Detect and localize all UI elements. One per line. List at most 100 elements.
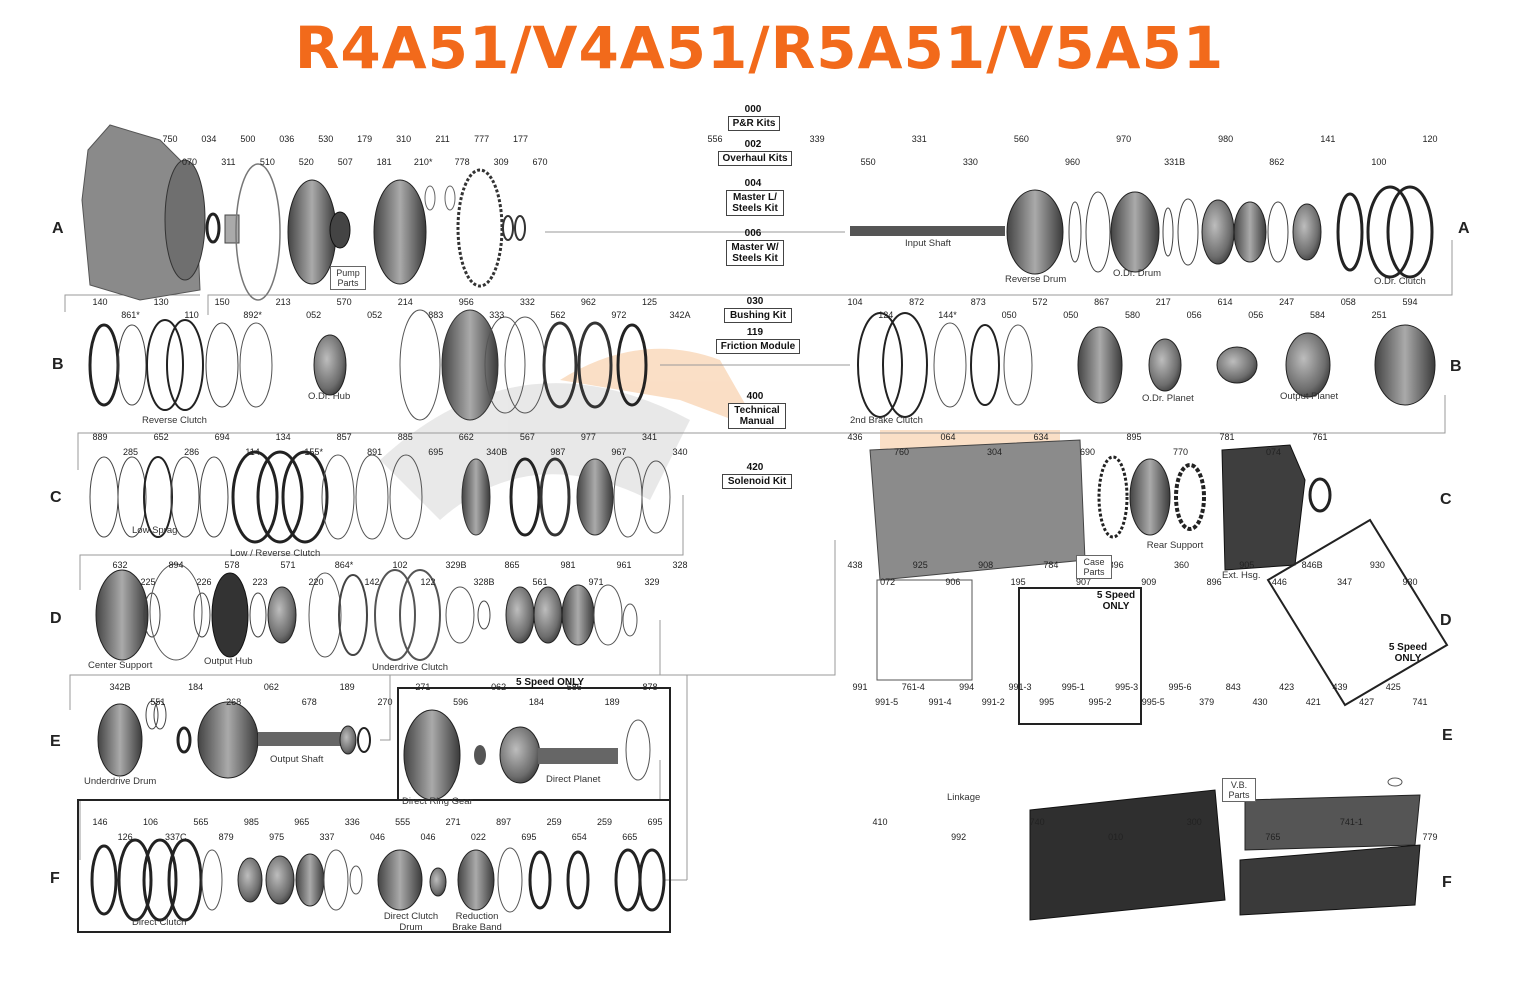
part-number[interactable]: 530 [318, 134, 333, 144]
part-number[interactable]: 864* [335, 560, 354, 570]
part-number[interactable]: 760 [894, 447, 909, 457]
part-number[interactable]: 104 [847, 297, 862, 307]
part-number[interactable]: 500 [240, 134, 255, 144]
part-number[interactable]: 894 [168, 560, 183, 570]
part-number[interactable]: 555 [395, 817, 410, 827]
part-number[interactable]: 994 [959, 682, 974, 692]
kit-overhaul[interactable]: Overhaul Kits [718, 151, 792, 166]
part-number[interactable]: 328 [672, 560, 687, 570]
part-number[interactable]: 259 [597, 817, 612, 827]
part-number[interactable]: 872 [909, 297, 924, 307]
part-number[interactable]: 695 [647, 817, 662, 827]
part-number[interactable]: 340 [672, 447, 687, 457]
part-number[interactable]: 741 [1412, 697, 1427, 707]
part-number[interactable]: 765 [1265, 832, 1280, 842]
part-number[interactable]: 189 [340, 682, 355, 692]
part-number[interactable]: 225 [140, 577, 155, 587]
part-number[interactable]: 022 [471, 832, 486, 842]
part-number[interactable]: 270 [377, 697, 392, 707]
part-number[interactable]: 909 [1141, 577, 1156, 587]
part-number[interactable]: 740 [1030, 817, 1045, 827]
part-number[interactable]: 050 [1002, 310, 1017, 320]
part-number[interactable]: 930 [1402, 577, 1417, 587]
part-number[interactable]: 052 [367, 310, 382, 320]
part-number[interactable]: 995-6 [1168, 682, 1191, 692]
part-number[interactable]: 991-5 [875, 697, 898, 707]
part-number[interactable]: 226 [196, 577, 211, 587]
part-number[interactable]: 572 [1032, 297, 1047, 307]
part-number[interactable]: 995-2 [1088, 697, 1111, 707]
part-number[interactable]: 184 [188, 682, 203, 692]
part-number[interactable]: 897 [496, 817, 511, 827]
part-number[interactable]: 857 [337, 432, 352, 442]
part-number[interactable]: 895 [1126, 432, 1141, 442]
part-number[interactable]: 891 [367, 447, 382, 457]
part-number[interactable]: 155* [304, 447, 323, 457]
part-number[interactable]: 331B [1164, 157, 1185, 167]
part-number[interactable]: 179 [357, 134, 372, 144]
part-number[interactable]: 125 [642, 297, 657, 307]
part-number[interactable]: 885 [398, 432, 413, 442]
part-number[interactable]: 220 [308, 577, 323, 587]
part-number[interactable]: 995-5 [1142, 697, 1165, 707]
part-number[interactable]: 268 [226, 697, 241, 707]
part-number[interactable]: 843 [1226, 682, 1241, 692]
part-number[interactable]: 507 [338, 157, 353, 167]
part-number[interactable]: 058 [1341, 297, 1356, 307]
part-number[interactable]: 905 [1239, 560, 1254, 570]
part-number[interactable]: 962 [581, 297, 596, 307]
kit-technical-manual[interactable]: Technical Manual [728, 403, 786, 429]
part-number[interactable]: 750 [162, 134, 177, 144]
part-number[interactable]: 550 [861, 157, 876, 167]
part-number[interactable]: 665 [622, 832, 637, 842]
part-number[interactable]: 360 [1174, 560, 1189, 570]
part-number[interactable]: 567 [520, 432, 535, 442]
part-number[interactable]: 074 [1266, 447, 1281, 457]
part-number[interactable]: 562 [550, 310, 565, 320]
part-number[interactable]: 580 [1125, 310, 1140, 320]
part-number[interactable]: 332 [520, 297, 535, 307]
part-number[interactable]: 114 [245, 447, 259, 457]
part-number[interactable]: 578 [224, 560, 239, 570]
part-number[interactable]: 195 [1011, 577, 1026, 587]
kit-master-l-steels[interactable]: Master L/ Steels Kit [726, 190, 784, 216]
part-number[interactable]: 439 [1332, 682, 1347, 692]
part-number[interactable]: 122 [420, 577, 435, 587]
part-number[interactable]: 995-1 [1062, 682, 1085, 692]
part-number[interactable]: 144* [938, 310, 957, 320]
part-number[interactable]: 056 [1187, 310, 1202, 320]
case-parts-tag[interactable]: Case Parts [1076, 555, 1112, 579]
kit-bushing[interactable]: Bushing Kit [724, 308, 792, 323]
part-number[interactable]: 925 [913, 560, 928, 570]
part-number[interactable]: 286 [184, 447, 199, 457]
part-number[interactable]: 177 [513, 134, 528, 144]
part-number[interactable]: 446 [1272, 577, 1287, 587]
part-number[interactable]: 285 [123, 447, 138, 457]
part-number[interactable]: 892* [243, 310, 262, 320]
part-number[interactable]: 337C [165, 832, 187, 842]
part-number[interactable]: 761-4 [902, 682, 925, 692]
part-number[interactable]: 761 [1312, 432, 1327, 442]
part-number[interactable]: 995 [1039, 697, 1054, 707]
part-number[interactable]: 971 [588, 577, 603, 587]
part-number[interactable]: 034 [201, 134, 216, 144]
part-number[interactable]: 570 [337, 297, 352, 307]
kit-master-w-steels[interactable]: Master W/ Steels Kit [726, 240, 784, 266]
part-number[interactable]: 991-4 [928, 697, 951, 707]
part-number[interactable]: 304 [987, 447, 1002, 457]
part-number[interactable]: 110 [184, 310, 198, 320]
part-number[interactable]: 556 [707, 134, 722, 144]
part-number[interactable]: 967 [611, 447, 626, 457]
part-number[interactable]: 879 [219, 832, 234, 842]
part-number[interactable]: 690 [1080, 447, 1095, 457]
part-number[interactable]: 670 [532, 157, 547, 167]
part-number[interactable]: 056 [1248, 310, 1263, 320]
part-number[interactable]: 770 [1173, 447, 1188, 457]
part-number[interactable]: 695 [521, 832, 536, 842]
part-number[interactable]: 300 [1187, 817, 1202, 827]
part-number[interactable]: 210* [414, 157, 433, 167]
part-number[interactable]: 333 [489, 310, 504, 320]
part-number[interactable]: 956 [459, 297, 474, 307]
part-number[interactable]: 694 [215, 432, 230, 442]
part-number[interactable]: 970 [1116, 134, 1131, 144]
